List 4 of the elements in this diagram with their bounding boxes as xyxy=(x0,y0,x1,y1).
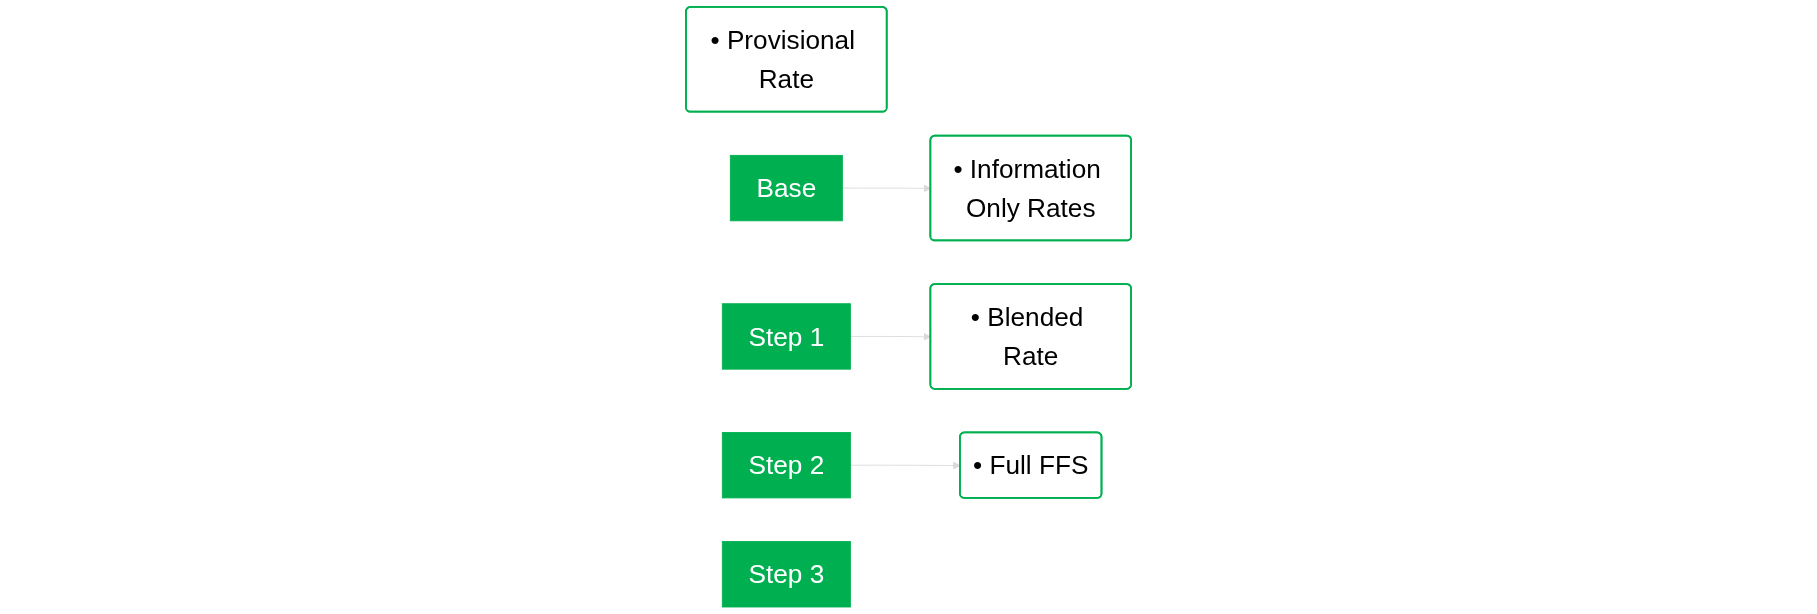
node-box: Step 2 xyxy=(721,432,851,499)
node-box: Step 1 xyxy=(721,303,851,370)
node-box: Base xyxy=(729,154,843,222)
node-box: Step 3 xyxy=(721,541,851,608)
